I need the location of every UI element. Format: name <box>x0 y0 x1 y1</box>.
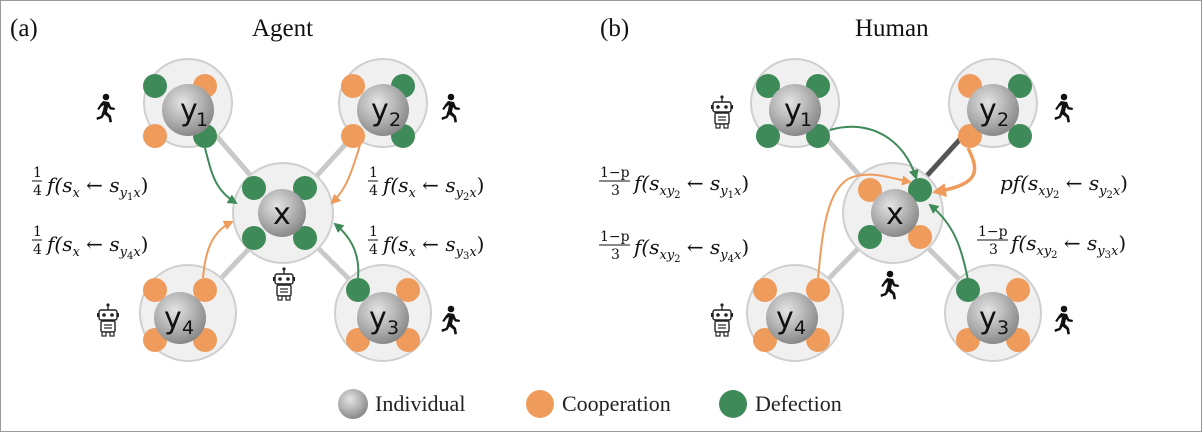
formula-b-y4: 1−p 3 f(sxy2 ← sy4x) <box>599 229 749 265</box>
node-y4-sub: 4 <box>794 317 806 339</box>
panel-a-tag: (a) <box>10 15 38 42</box>
svg-text:f(sx ← sy4x): f(sx ← sy4x) <box>45 232 148 262</box>
legend-cooperation-swatch <box>526 390 554 418</box>
arrow-y2-to-x <box>330 144 361 205</box>
svg-text:f(sx ← sy1x): f(sx ← sy1x) <box>45 173 148 203</box>
human-icon <box>880 270 899 300</box>
svg-text:1: 1 <box>33 224 42 240</box>
formula-a-y4: 1 4 f(sx ← sy4x) <box>32 224 148 262</box>
node-y3-letter: y <box>369 301 387 336</box>
robot-icon <box>272 266 296 301</box>
node-y3: y 3 <box>944 264 1042 362</box>
node-y1-letter: y <box>784 93 802 128</box>
node-y2: y 2 <box>338 58 428 148</box>
svg-text:4: 4 <box>369 242 378 258</box>
node-y4-sub: 4 <box>182 317 194 339</box>
svg-text:4: 4 <box>369 183 378 199</box>
legend-defection-label: Defection <box>755 391 842 416</box>
arrow-y1-to-x <box>204 147 238 205</box>
panel-a-title: Agent <box>252 15 313 42</box>
panel-a: (a) Agent y 1 y 2 <box>10 15 484 362</box>
formula-a-y3: 1 4 f(sx ← sy3x) <box>368 224 484 262</box>
svg-text:1: 1 <box>369 165 378 181</box>
arrow-y3-to-x <box>928 203 969 281</box>
svg-text:1: 1 <box>369 224 378 240</box>
human-icon <box>441 93 460 123</box>
legend-cooperation-label: Cooperation <box>562 391 671 416</box>
formula-b-y3: 1−p 3 f(sxy2 ← sy3x) <box>977 224 1126 261</box>
svg-text:3: 3 <box>611 247 620 263</box>
node-y2-sub: 2 <box>997 109 1009 131</box>
node-y1: y 1 <box>143 58 233 148</box>
legend-defection-swatch <box>719 390 747 418</box>
node-y4-letter: y <box>776 301 794 336</box>
svg-text:4: 4 <box>33 242 42 258</box>
svg-text:1: 1 <box>33 165 42 181</box>
svg-text:f(sxy2 ← sy3x): f(sxy2 ← sy3x) <box>1009 231 1126 261</box>
svg-text:f(sxy2 ← sy1x): f(sxy2 ← sy1x) <box>632 171 749 201</box>
node-y3: y 3 <box>334 264 432 362</box>
legend-individual-swatch <box>338 389 368 419</box>
svg-text:3: 3 <box>611 183 620 199</box>
legend-individual-label: Individual <box>375 391 465 416</box>
node-x-letter: x <box>273 197 291 232</box>
node-x-letter: x <box>886 197 904 232</box>
arrow-y2-to-x <box>932 147 977 197</box>
node-x: x <box>232 162 334 264</box>
svg-text:1−p: 1−p <box>600 229 630 245</box>
node-y2-sub: 2 <box>389 109 401 131</box>
node-y4-letter: y <box>164 301 182 336</box>
node-x: x <box>842 162 944 264</box>
node-y4: y 4 <box>746 264 844 362</box>
svg-text:3: 3 <box>989 242 998 258</box>
robot-icon <box>710 302 734 337</box>
human-icon <box>1054 305 1073 335</box>
svg-text:1−p: 1−p <box>978 224 1008 240</box>
node-y2-letter: y <box>979 93 997 128</box>
human-icon <box>96 93 115 123</box>
node-y1: y 1 <box>750 58 840 148</box>
node-y2-letter: y <box>371 93 389 128</box>
node-y2: y 2 <box>948 58 1038 148</box>
node-y3-sub: 3 <box>997 317 1009 339</box>
svg-text:f(sxy2 ← sy4x): f(sxy2 ← sy4x) <box>632 235 749 265</box>
node-y1-letter: y <box>180 93 198 128</box>
node-y4: y 4 <box>139 264 237 362</box>
legend: Individual Cooperation Defection <box>338 389 842 419</box>
svg-text:pf(sxy2 ← sy2x): pf(sxy2 ← sy2x) <box>1000 171 1128 201</box>
node-y1-sub: 1 <box>196 109 208 131</box>
panel-b-tag: (b) <box>600 15 629 42</box>
human-icon <box>1054 93 1073 123</box>
robot-icon <box>96 302 120 337</box>
formula-b-y1: 1−p 3 f(sxy2 ← sy1x) <box>599 165 749 201</box>
arrow-y3-to-x <box>333 222 360 279</box>
formula-a-y1: 1 4 f(sx ← sy1x) <box>32 165 148 203</box>
formula-b-y2: pf(sxy2 ← sy2x) <box>1000 171 1128 201</box>
human-icon <box>441 305 460 335</box>
svg-text:4: 4 <box>33 183 42 199</box>
node-y3-sub: 3 <box>387 317 399 339</box>
svg-text:f(sx ← sy2x): f(sx ← sy2x) <box>381 173 484 203</box>
arrow-y4-to-x <box>817 173 912 279</box>
formula-a-y2: 1 4 f(sx ← sy2x) <box>368 165 484 203</box>
svg-text:1−p: 1−p <box>600 165 630 181</box>
panel-b-title: Human <box>855 15 929 42</box>
arrow-y1-to-x <box>829 125 919 180</box>
panel-b: (b) Human y 1 y 2 <box>599 15 1128 362</box>
arrow-y4-to-x <box>202 220 234 279</box>
node-y3-letter: y <box>979 301 997 336</box>
robot-icon <box>710 94 734 129</box>
node-y1-sub: 1 <box>800 109 812 131</box>
svg-text:f(sx ← sy3x): f(sx ← sy3x) <box>381 232 484 262</box>
